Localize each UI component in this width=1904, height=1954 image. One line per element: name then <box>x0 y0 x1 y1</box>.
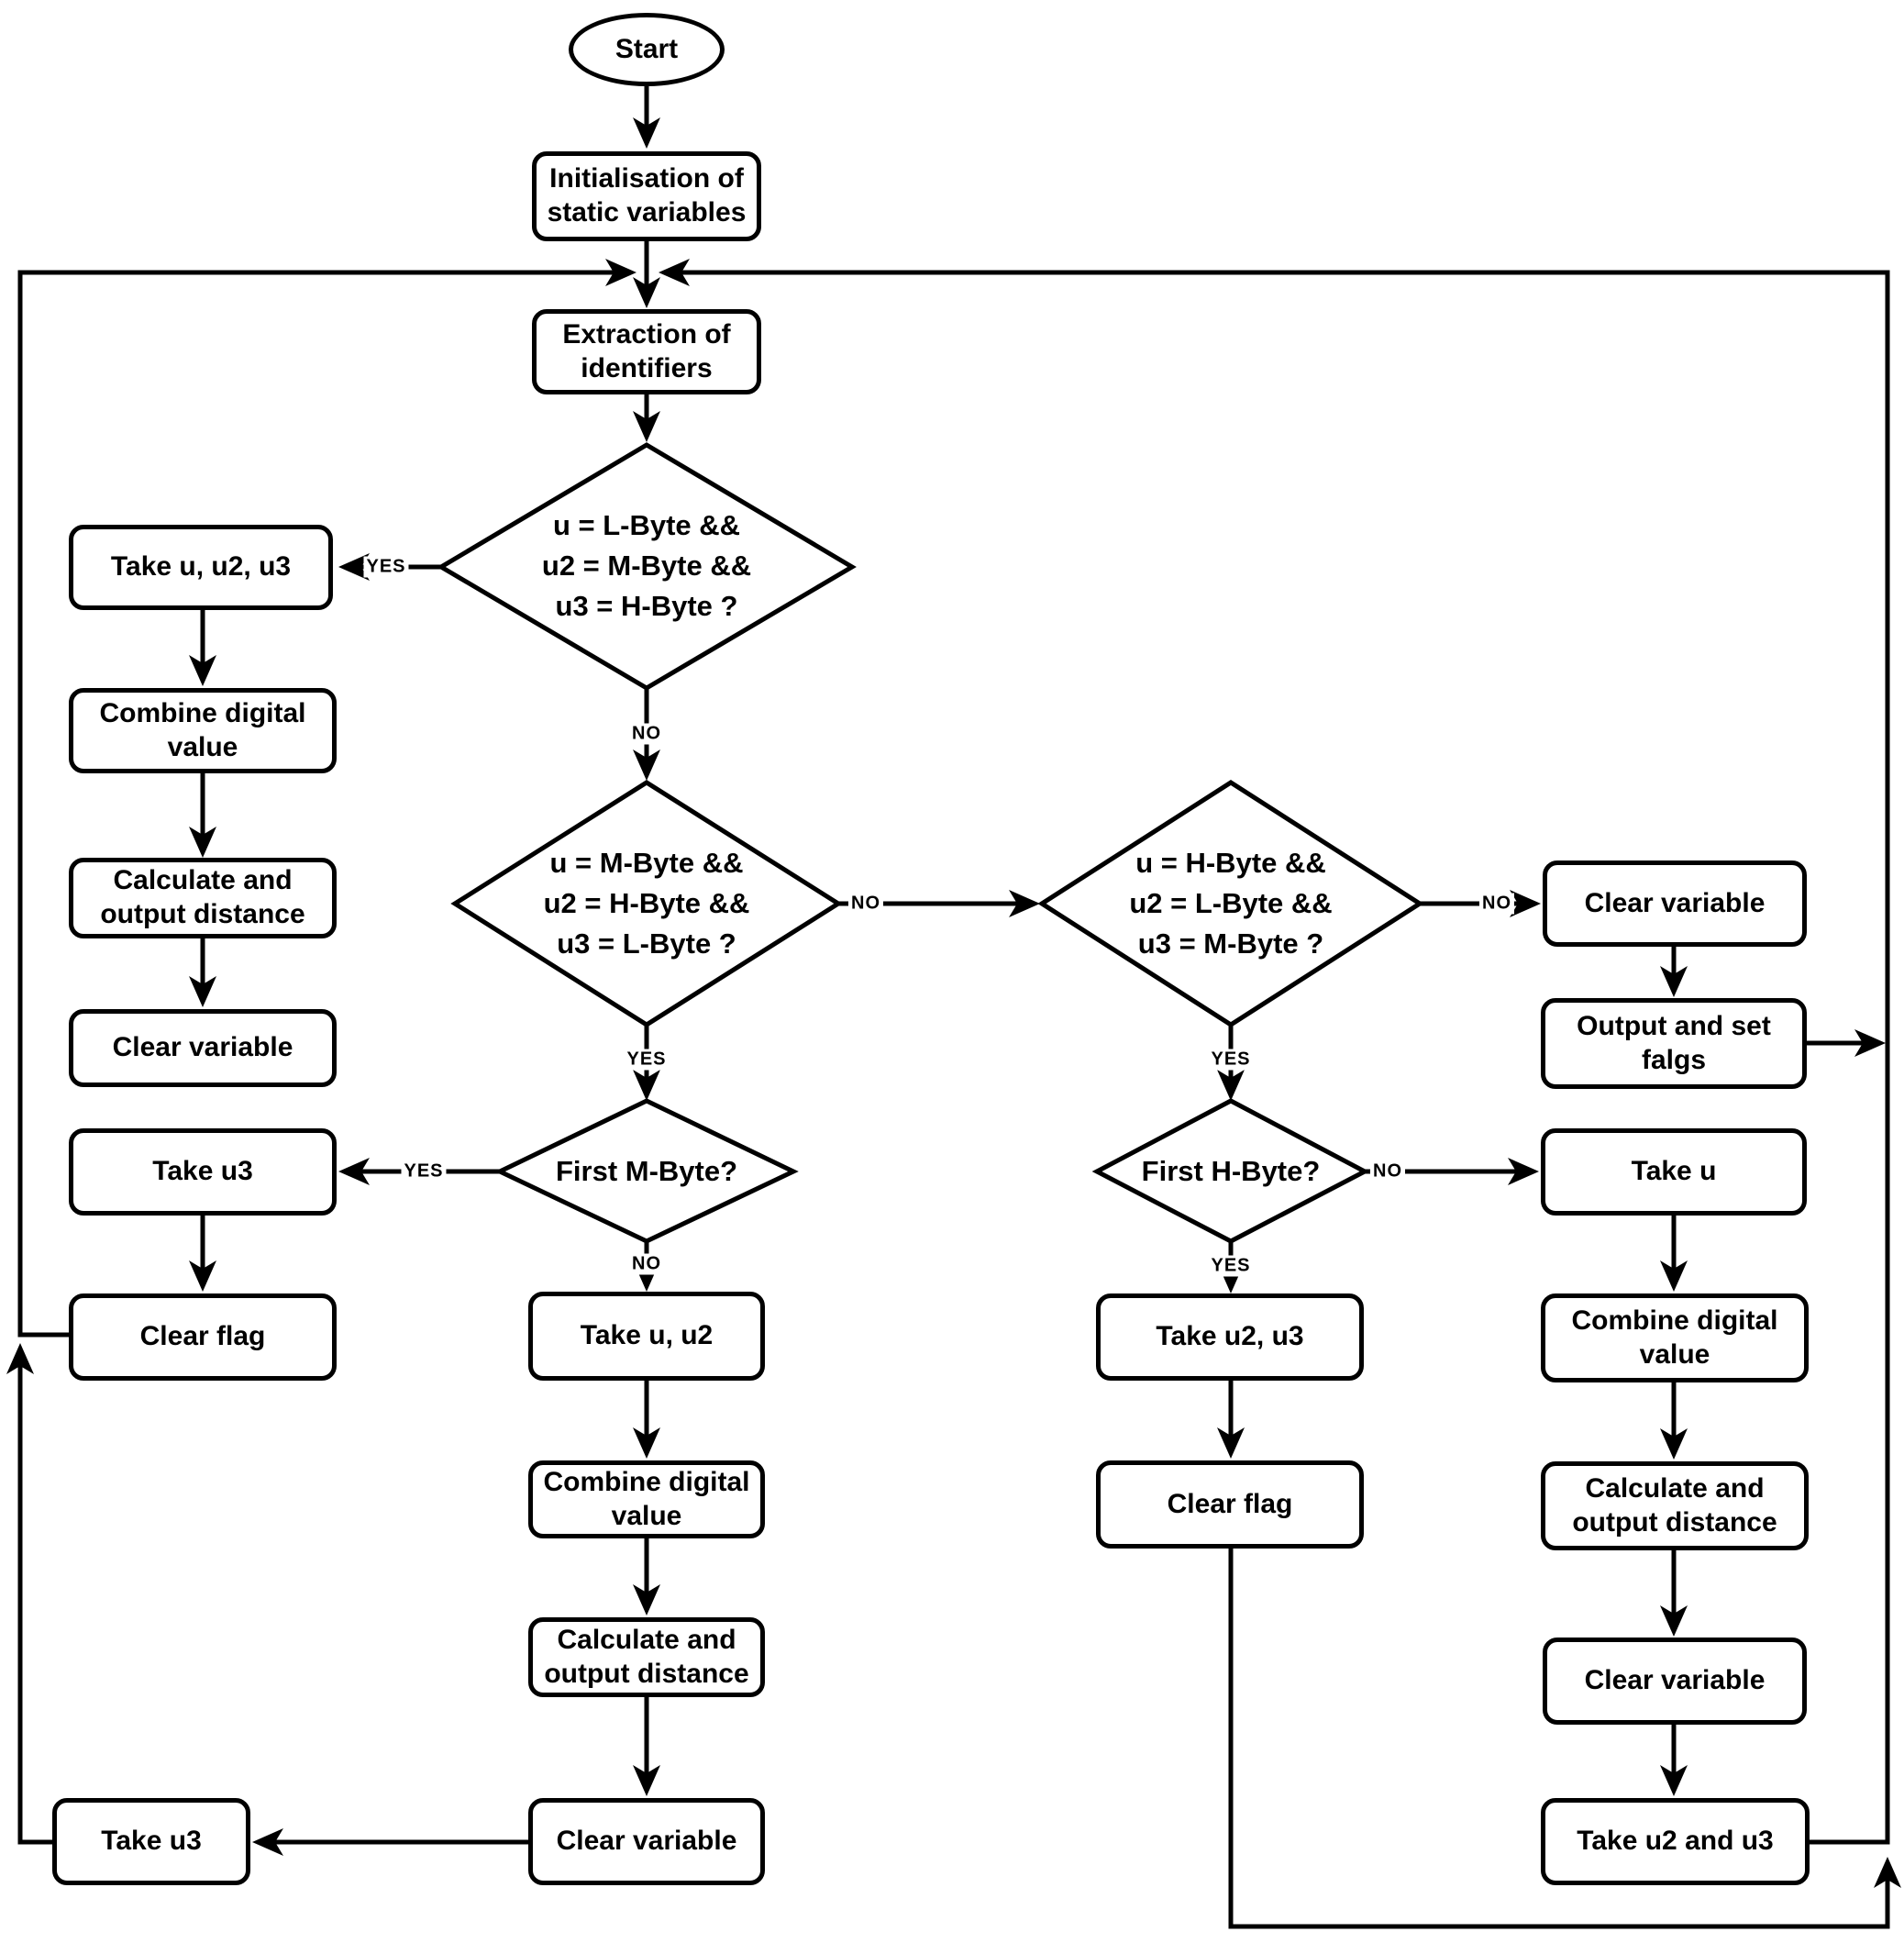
process-clear-variable-right2: Clear variable <box>1543 1638 1807 1725</box>
process-clear-variable-right: Clear variable <box>1543 860 1807 947</box>
edge-label-no-first-h: NO <box>1370 1160 1405 1182</box>
decision-text-first-h: First H-Byte? <box>1141 1154 1321 1187</box>
process-take-u2-and-u3: Take u2 and u3 <box>1541 1798 1810 1885</box>
process-calculate-output-distance-left: Calculate and output distance <box>69 858 337 938</box>
process-clear-flag-mid: Clear flag <box>1096 1460 1364 1549</box>
edge-label-no-d2: NO <box>848 893 883 915</box>
edge-label-yes-first-h: YES <box>1208 1255 1254 1277</box>
edge-label-yes-first-m: YES <box>401 1160 447 1182</box>
decision-diamond-d2 <box>450 780 843 1027</box>
terminator-start: Start <box>569 13 725 86</box>
edge-label-no-d1: NO <box>629 723 664 745</box>
connector-rightloop-to-extract <box>659 259 1890 1845</box>
decision-text-d1: u = L-Byte && u2 = M-Byte && u3 = H-Byte… <box>541 508 752 623</box>
edge-label-no-d3: NO <box>1479 893 1514 915</box>
process-calculate-output-distance-mid: Calculate and output distance <box>528 1617 765 1697</box>
process-take-u-u2: Take u, u2 <box>528 1292 765 1381</box>
decision-diamond-d1 <box>437 442 857 691</box>
process-take-u-u2-u3: Take u, u2, u3 <box>69 525 333 610</box>
process-calculate-output-distance-right: Calculate and output distance <box>1541 1461 1809 1550</box>
process-initialisation: Initialisation of static variables <box>532 151 761 241</box>
process-take-u2-u3: Take u2, u3 <box>1096 1293 1364 1381</box>
decision-text-first-m: First M-Byte? <box>555 1154 738 1187</box>
decision-text-d3: u = H-Byte && u2 = L-Byte && u3 = M-Byte… <box>1129 846 1333 960</box>
decision-diamond-first-m <box>494 1098 799 1244</box>
connector-clearflag-bottomloop <box>1228 1549 1901 1929</box>
decision-diamond-d3 <box>1037 780 1424 1027</box>
process-take-u3-bottom: Take u3 <box>52 1798 250 1885</box>
process-clear-variable-mid: Clear variable <box>528 1798 765 1885</box>
process-take-u3-left: Take u3 <box>69 1128 337 1216</box>
connector-takeu3-bottom-leftloop <box>6 1343 52 1845</box>
process-combine-digital-value-mid: Combine digital value <box>528 1460 765 1538</box>
process-take-u: Take u <box>1541 1128 1807 1216</box>
edge-label-no-first-m: NO <box>629 1253 664 1275</box>
process-combine-digital-value-left: Combine digital value <box>69 688 337 773</box>
edge-label-yes-d2: YES <box>624 1049 670 1071</box>
process-extraction: Extraction of identifiers <box>532 309 761 394</box>
connector-leftloop-to-extract <box>17 259 637 1338</box>
process-clear-flag-left: Clear flag <box>69 1293 337 1381</box>
process-output-and-set-flags: Output and set falgs <box>1541 998 1807 1089</box>
edge-label-yes-d1: YES <box>363 556 409 578</box>
process-combine-digital-value-right: Combine digital value <box>1541 1293 1809 1382</box>
process-clear-variable-left: Clear variable <box>69 1009 337 1087</box>
decision-diamond-first-h <box>1091 1098 1370 1244</box>
edge-label-yes-d3: YES <box>1208 1049 1254 1071</box>
decision-text-d2: u = M-Byte && u2 = H-Byte && u3 = L-Byte… <box>543 846 750 960</box>
